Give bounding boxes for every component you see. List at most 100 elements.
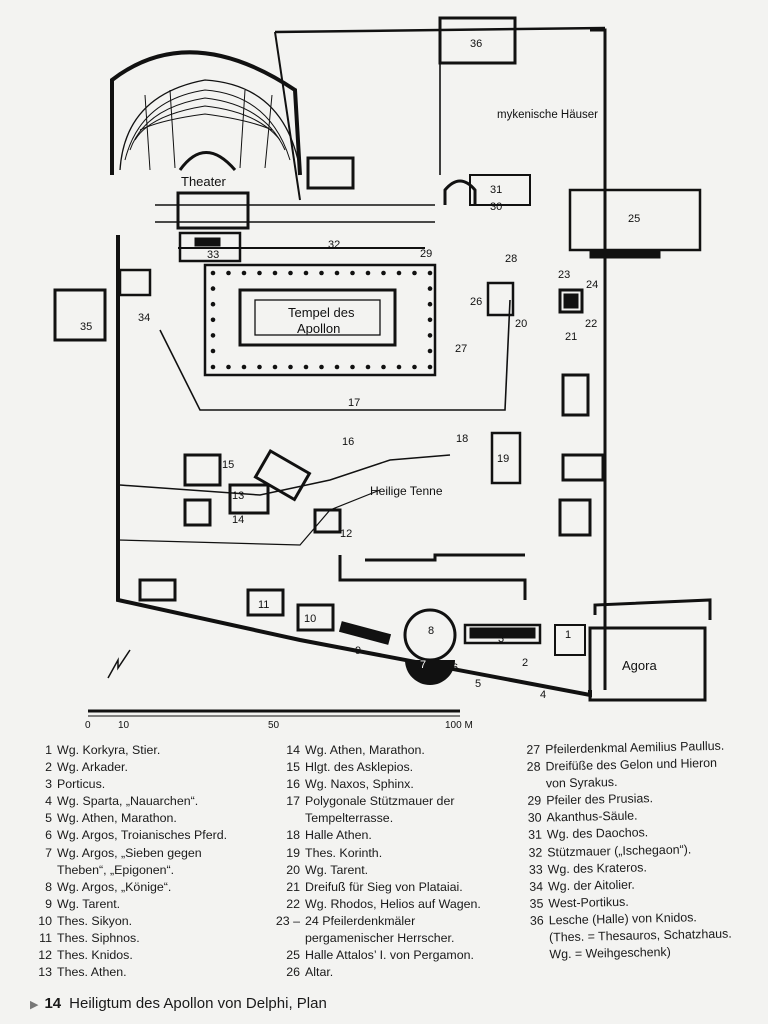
temple-column xyxy=(350,364,355,370)
num-13: 13 xyxy=(232,490,244,502)
temple-column xyxy=(412,364,417,370)
temple-column xyxy=(257,270,262,276)
temple-column xyxy=(381,364,386,370)
scale-50: 50 xyxy=(268,720,280,731)
legend-number: 8 xyxy=(45,879,52,894)
temple-column xyxy=(272,270,278,276)
legend-text: Hlgt. des Asklepios. xyxy=(305,760,414,775)
num-34: 34 xyxy=(138,312,150,324)
label-temple-1: Tempel des xyxy=(288,305,355,320)
temple-column xyxy=(210,286,216,291)
label-temple-2: Apollon xyxy=(297,321,340,336)
legend-number xyxy=(524,947,549,965)
num-36: 36 xyxy=(470,38,482,50)
legend-number: 35 xyxy=(529,896,544,911)
legend-number: 28 xyxy=(526,759,541,774)
temple-column xyxy=(241,270,247,276)
temple-column xyxy=(319,270,324,276)
legend-number: 27 xyxy=(526,742,541,757)
num-4: 4 xyxy=(540,689,546,701)
legend-text: pergamenischer Herrscher. xyxy=(305,931,455,946)
legend-entry: 3 Porticus. xyxy=(22,776,262,793)
num-27: 27 xyxy=(455,343,467,355)
legend-number: 21 xyxy=(286,879,300,894)
legend-entry: Tempelterrasse. xyxy=(270,810,520,827)
num-17: 17 xyxy=(348,397,360,409)
legend-number: 13 xyxy=(38,965,52,980)
legend-text: von Syrakus. xyxy=(545,775,618,791)
legend-text: Thes. Siphnos. xyxy=(57,931,140,946)
legend-number: 1 xyxy=(45,743,52,757)
legend-text: Akanthus-Säule. xyxy=(546,808,638,825)
east-wall xyxy=(590,28,607,690)
legend-text: Thes. Athen. xyxy=(57,965,127,980)
temple-column xyxy=(257,364,262,370)
legend-text: Theben“, „Epigonen“. xyxy=(57,862,175,877)
legend-number: 4 xyxy=(45,794,52,809)
num-26: 26 xyxy=(470,296,482,308)
legend-text: West-Portikus. xyxy=(548,894,629,911)
legend-text: Wg. Argos, Troianisches Pferd. xyxy=(57,828,228,843)
num-21: 21 xyxy=(565,331,577,343)
label-agora: Agora xyxy=(622,658,657,673)
legend-text: Wg. des Daochos. xyxy=(546,825,649,842)
legend-text: Altar. xyxy=(305,965,334,980)
legend-text: Porticus. xyxy=(57,777,106,792)
legend-number: 12 xyxy=(38,948,52,963)
legend-number: 26 xyxy=(286,965,300,980)
num-31: 31 xyxy=(490,184,502,196)
legend-number: 15 xyxy=(286,760,300,775)
temple-column xyxy=(226,270,231,276)
temple-column xyxy=(427,348,433,354)
num-18: 18 xyxy=(456,433,468,445)
temple-column xyxy=(427,364,433,370)
legend-number: 25 xyxy=(286,948,300,963)
legend-number xyxy=(524,929,549,947)
temple-columns xyxy=(210,270,433,370)
temple-column xyxy=(272,364,278,370)
legend-text: Dreifüße des Gelon und Hieron xyxy=(545,755,718,774)
temple-column xyxy=(226,364,231,370)
num-9: 9 xyxy=(355,645,361,657)
theater-seating xyxy=(124,89,291,171)
legend-text: Wg. Naxos, Sphinx. xyxy=(305,777,414,792)
num-16: 16 xyxy=(342,436,354,448)
num-8: 8 xyxy=(428,625,434,637)
legend-text: Wg. des Krateros. xyxy=(547,860,647,877)
legend-entry: Theben“, „Epigonen“. xyxy=(22,862,262,879)
legend-number: 11 xyxy=(39,931,52,946)
legend-text: Halle Attalos’ I. von Pergamon. xyxy=(305,948,474,963)
caption-triangle-icon: ▶ xyxy=(30,999,39,1011)
num-11: 11 xyxy=(258,599,269,611)
temple-column xyxy=(427,286,433,291)
num-29: 29 xyxy=(420,248,432,260)
temple-column xyxy=(210,301,216,307)
legend-text: Wg. Rhodos, Helios auf Wagen. xyxy=(305,896,481,911)
legend-text: Wg. Athen, Marathon. xyxy=(305,743,425,757)
legend-entry: 23 –24 Pfeilerdenkmäler xyxy=(270,913,520,930)
legend-number: 3 xyxy=(45,777,52,792)
legend-entry: 15 Hlgt. des Asklepios. xyxy=(270,759,520,776)
temple-column xyxy=(427,270,433,276)
legend-number: 33 xyxy=(528,862,543,877)
temple-column xyxy=(288,270,293,276)
num-33: 33 xyxy=(207,249,219,261)
legend-entry: 13 Thes. Athen. xyxy=(22,964,262,981)
temple-column xyxy=(210,364,216,370)
agora-area xyxy=(588,626,707,702)
legend-text: Wg. Argos, „Sieben gegen xyxy=(57,845,202,860)
legend-number: 32 xyxy=(528,845,543,860)
